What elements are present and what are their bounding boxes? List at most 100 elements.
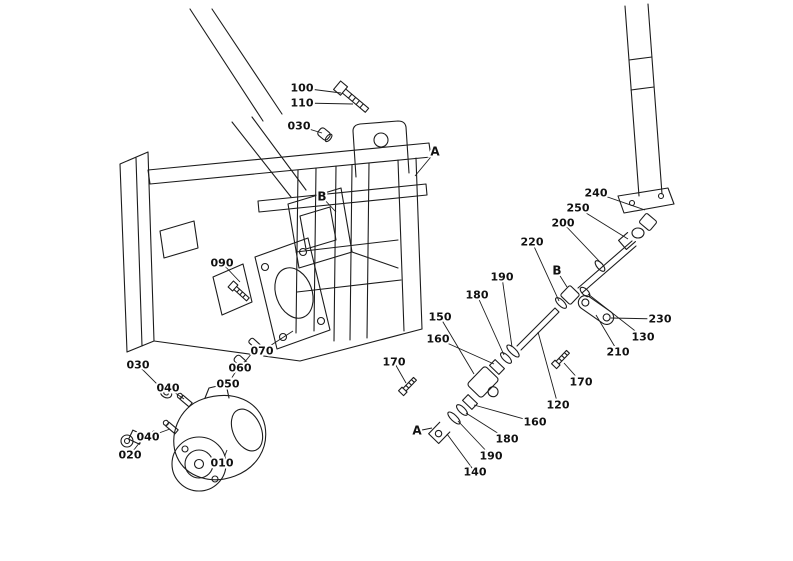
callout-layer: 100 110 030 090 070 060 050 030 040 040 020 010 240 2… [117,80,674,481]
washer-180-upper [500,352,512,364]
callout-200: 200 [552,217,575,230]
callout-090: 090 [211,257,234,270]
bolt-170-left [397,376,417,397]
steering-column [617,3,675,239]
hydraulic-pump-010 [171,383,267,492]
ferrule-030-top [317,127,333,143]
callout-130: 130 [632,331,655,344]
leader-line [298,125,323,134]
callout-020: 020 [119,449,142,462]
valve-block-150 [467,366,499,398]
collar-200 [594,260,606,272]
ref-letter-B: B [317,190,326,204]
callout-110: 110 [291,97,314,110]
callout-170: 170 [570,376,593,389]
callout-040: 040 [137,431,160,444]
bolt-170-right [550,349,570,370]
coupler-b [560,285,580,305]
nipple-040-upper [176,392,193,408]
leader-line [239,347,257,369]
leader-line [595,314,619,353]
callout-150: 150 [429,311,452,324]
leader-line [439,316,475,375]
leader-line [301,87,342,94]
callout-210: 210 [607,346,630,359]
leader-line [321,196,337,213]
leader-line [129,441,141,456]
leader-line [537,331,559,406]
callout-160: 160 [524,416,547,429]
callout-180: 180 [496,433,519,446]
leader-line [437,338,495,365]
callout-060: 060 [229,362,252,375]
nut-160-upper [488,359,506,375]
leader-line [137,364,164,391]
callout-070: 070 [251,345,274,358]
washer-190-lower [447,411,461,425]
ref-letter-A: A [430,145,440,159]
relay-rod [577,240,637,294]
washer-190-upper [506,344,520,358]
leader-line [227,362,242,385]
nut-160-lower [461,394,479,410]
callout-190: 190 [480,450,503,463]
callout-120: 120 [547,399,570,412]
callout-220: 220 [521,236,544,249]
bolt-100-110 [333,80,370,113]
link-arm-210 [577,294,615,326]
leader-line [556,270,568,288]
callout-160: 160 [427,333,450,346]
frame-structure [119,8,432,362]
leader-line [473,404,536,423]
washer-180-lower [456,404,468,416]
leader-line [416,427,433,432]
callout-030: 030 [288,120,311,133]
bushing-050 [233,354,249,369]
leader-line [457,420,492,457]
leader-line [301,102,354,105]
leader-line [393,361,407,384]
callout-170: 170 [383,356,406,369]
leader-line [167,387,185,400]
callout-030: 030 [127,359,150,372]
callout-100: 100 [291,82,314,95]
yoke-250 [617,231,637,251]
diagram-line-art [119,3,675,492]
mount-plate-090 [212,263,253,316]
nipple-040-lower [162,419,179,435]
callout-labels: 100 110 030 090 070 060 050 030 040 040 020 010 240 2… [117,80,674,481]
clevis-140 [428,421,451,445]
leader-line [501,276,513,348]
leader-line [221,262,241,283]
leader-line [414,151,436,177]
oring-220 [555,297,567,309]
callout-250: 250 [567,202,590,215]
steering-shaft-assembly [397,231,637,445]
ref-letter-B: B [552,264,561,278]
callout-040: 040 [157,382,180,395]
ref-letter-A: A [412,424,422,438]
callout-230: 230 [649,313,672,326]
leader-line [465,412,508,440]
rod-120 [516,307,560,351]
leader-line [531,241,560,302]
leader-lines [129,87,661,473]
bushing-030-lower [159,387,173,399]
leader-line [147,428,171,438]
callout-180: 180 [466,289,489,302]
leader-line [261,330,294,352]
leader-line [562,222,602,264]
leader-line [476,294,505,356]
leader-line [595,192,646,211]
leader-line [563,362,582,383]
leader-line [577,207,629,240]
callout-140: 140 [464,466,487,479]
callout-240: 240 [585,187,608,200]
callout-190: 190 [491,271,514,284]
leader-line [221,449,228,464]
fitting-020 [120,429,155,448]
callout-050: 050 [217,378,240,391]
callout-010: 010 [211,457,234,470]
